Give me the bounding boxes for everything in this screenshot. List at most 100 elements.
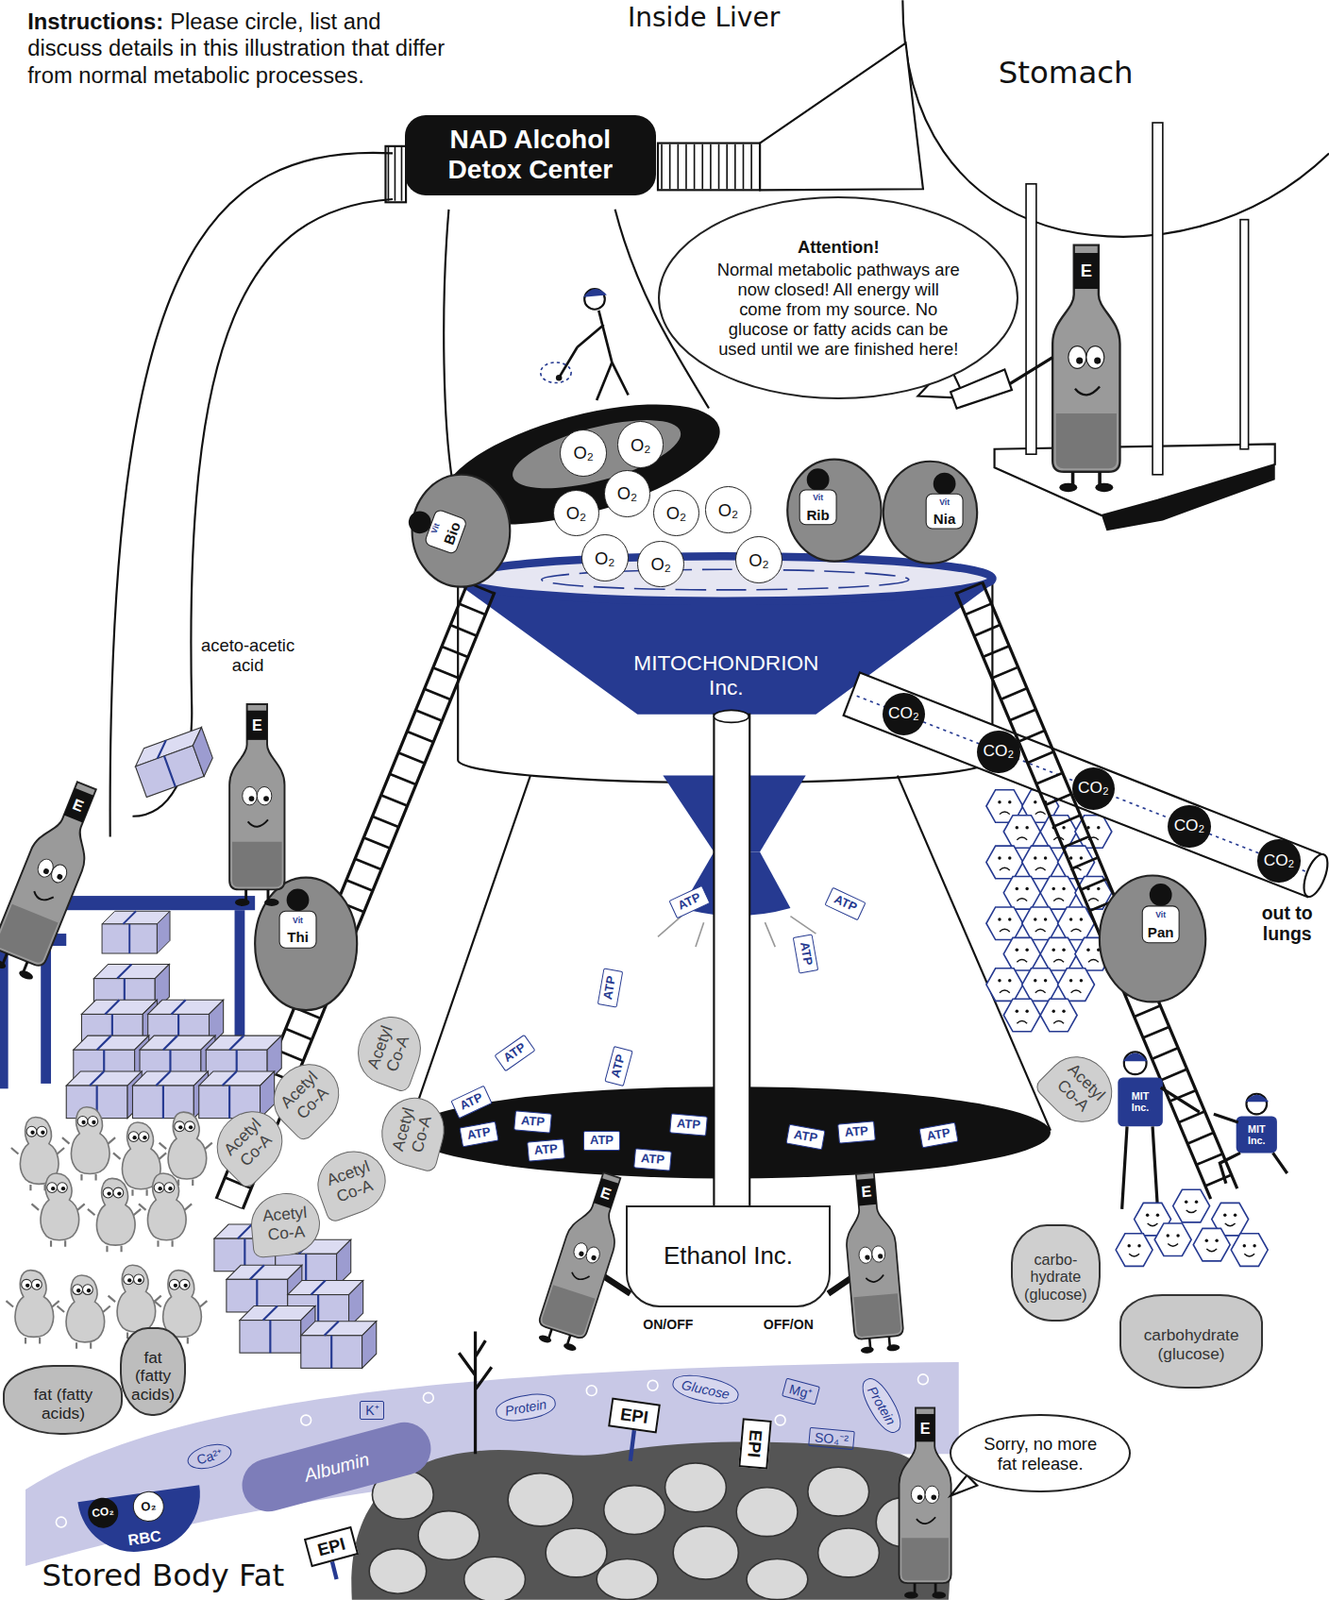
bottle-letter: E bbox=[252, 716, 263, 735]
ion-tag-text: Ca²⁺ bbox=[194, 1446, 224, 1468]
speech-bubble-text: Attention! bbox=[716, 236, 961, 257]
region-name: Stored Body Fat bbox=[41, 1558, 285, 1594]
oxygen-bubble: O₂ bbox=[617, 420, 665, 469]
mitochondrion-label: MITOCHONDRION Inc. bbox=[629, 648, 823, 702]
acetyl-coa-blob-text: Acetyl Co-A bbox=[261, 1203, 309, 1245]
atp-ticket-text: ATP bbox=[608, 1052, 629, 1079]
atp-ticket: ATP bbox=[513, 1110, 553, 1133]
co2-ball: CO₂ bbox=[976, 730, 1020, 774]
ethanol-box: Ethanol Inc. bbox=[625, 1205, 830, 1308]
co2-ball: CO₂ bbox=[1167, 805, 1211, 848]
co2-ball: CO₂ bbox=[1072, 767, 1115, 810]
organ-name: Stomach bbox=[998, 55, 1134, 91]
epi-sign: EPI bbox=[738, 1417, 772, 1470]
oxygen-bubble: O₂ bbox=[559, 429, 607, 477]
speech-bubble: Sorry, no more fat release. bbox=[949, 1413, 1131, 1493]
acetyl-coa-blob-text: Acetyl Co-A bbox=[364, 1023, 415, 1078]
oxygen-bubble: O₂ bbox=[604, 470, 652, 518]
glucose-bag-text: carbo- hydrate (glucose) bbox=[1024, 1250, 1088, 1304]
oxygen-bubble: O₂ bbox=[581, 534, 629, 582]
acetyl-coa-blob: Acetyl Co-A bbox=[373, 1091, 453, 1175]
atp-ticket-text: ATP bbox=[675, 1116, 701, 1133]
oxygen-bubble-text: O₂ bbox=[666, 503, 687, 523]
atp-ticket-text: ATP bbox=[520, 1113, 545, 1130]
shirt-logo: MIT Inc. bbox=[1247, 1122, 1266, 1146]
epi-sign-text: EPI bbox=[315, 1532, 348, 1560]
ethanol-box-text: Ethanol Inc. bbox=[663, 1242, 793, 1271]
oxygen-bubble-text: O₂ bbox=[617, 483, 638, 504]
co2-ball: CO₂ bbox=[85, 1496, 121, 1531]
atp-ticket-text: ATP bbox=[925, 1126, 952, 1144]
oxygen-bubble: O₂ bbox=[653, 489, 701, 538]
vitamin-name: Nia bbox=[933, 510, 957, 527]
ion-tag: K⁺ bbox=[359, 1400, 385, 1420]
atp-ticket: ATP bbox=[605, 1045, 634, 1087]
ion-tag-text: SO₄⁻² bbox=[813, 1429, 849, 1447]
shirt-logo: MIT Inc. bbox=[1131, 1090, 1150, 1114]
speech-bubble-text: Sorry, no more fat release. bbox=[983, 1433, 1098, 1474]
bottle-letter: E bbox=[920, 1419, 931, 1438]
atp-ticket: ATP bbox=[792, 933, 819, 974]
bottle-letter: E bbox=[1080, 261, 1093, 282]
fat-bag-text: fat (fatty acids) bbox=[131, 1348, 175, 1406]
ion-tag-text: K⁺ bbox=[365, 1402, 379, 1418]
bottle-letter: E bbox=[860, 1181, 873, 1200]
instructions: Instructions:Please circle, list and dis… bbox=[27, 8, 461, 90]
oxygen-bubble: O₂ bbox=[637, 540, 685, 589]
acetyl-coa-blob-text: Acetyl Co-A bbox=[1050, 1059, 1109, 1118]
acetyl-coa-blob-text: Acetyl Co-A bbox=[276, 1067, 335, 1126]
co2-ball: CO₂ bbox=[882, 692, 926, 736]
vitamin-name: Rib bbox=[806, 506, 829, 523]
atp-ticket-text: ATP bbox=[601, 974, 620, 1000]
switch-label: ON/OFF bbox=[642, 1316, 693, 1332]
oxygen-bubble-text: O₂ bbox=[748, 550, 769, 571]
vitamin-tag: Vit bbox=[939, 498, 950, 508]
oxygen-bubble: O₂ bbox=[131, 1489, 167, 1525]
red-blood-cell-text: RBC bbox=[127, 1526, 163, 1548]
speech-bubble-text: Normal metabolic pathways are now closed… bbox=[716, 259, 961, 360]
ion-tag: SO₄⁻² bbox=[807, 1427, 856, 1450]
acetyl-coa-blob: Acetyl Co-A bbox=[308, 1142, 395, 1225]
acetyl-coa-blob: Acetyl Co-A bbox=[348, 1007, 431, 1094]
flow-note: out to lungs bbox=[1251, 902, 1324, 945]
atp-ticket: ATP bbox=[633, 1147, 673, 1171]
detox-center-text: NAD Alcohol Detox Center bbox=[418, 124, 643, 186]
vitamin-name: Pan bbox=[1147, 924, 1175, 941]
atp-ticket-text: ATP bbox=[466, 1125, 492, 1144]
co2-ball-text: CO₂ bbox=[1263, 851, 1296, 871]
atp-ticket-text: ATP bbox=[639, 1151, 665, 1168]
glucose-pot-text: carbohydrate (glucose) bbox=[1143, 1326, 1240, 1364]
oxygen-bubble: O₂ bbox=[705, 486, 753, 534]
fat-bag-text: fat (fatty acids) bbox=[15, 1385, 113, 1424]
oxygen-bubble-text: O₂ bbox=[566, 503, 587, 523]
oxygen-bubble-text: O₂ bbox=[140, 1498, 158, 1515]
co2-ball-text: CO₂ bbox=[1174, 816, 1206, 836]
oxygen-bubble-text: O₂ bbox=[651, 554, 672, 574]
page-title: Inside Liver bbox=[627, 2, 780, 34]
vitamin-tag: Vit bbox=[812, 493, 824, 504]
atp-ticket: ATP bbox=[824, 887, 867, 922]
oxygen-bubble: O₂ bbox=[735, 536, 783, 584]
co2-ball-text: CO₂ bbox=[983, 741, 1015, 761]
atp-ticket-text: ATP bbox=[844, 1124, 870, 1141]
epi-sign: EPI bbox=[303, 1525, 359, 1566]
oxygen-bubble: O₂ bbox=[553, 489, 601, 538]
atp-ticket-text: ATP bbox=[792, 1127, 819, 1146]
atp-ticket-text: ATP bbox=[501, 1040, 529, 1066]
speech-bubble: Attention!Normal metabolic pathways are … bbox=[657, 196, 1019, 400]
epi-sign-text: EPI bbox=[743, 1428, 767, 1458]
atp-ticket: ATP bbox=[526, 1139, 566, 1162]
fat-bag: fat (fatty acids) bbox=[119, 1327, 186, 1416]
switch-label: OFF/ON bbox=[763, 1316, 814, 1332]
acetyl-coa-blob-text: Acetyl Co-A bbox=[388, 1106, 438, 1160]
oxygen-bubble-text: O₂ bbox=[718, 500, 739, 521]
epi-sign-text: EPI bbox=[619, 1403, 650, 1428]
co2-ball-text: CO₂ bbox=[888, 704, 920, 724]
mitochondrion-label-text: MITOCHONDRION Inc. bbox=[633, 650, 819, 700]
protein-blob-text: Protein bbox=[503, 1396, 548, 1419]
acetyl-coa-blob-text: Acetyl Co-A bbox=[220, 1115, 279, 1174]
atp-ticket: ATP bbox=[494, 1033, 537, 1072]
vitamin-tag: Vit bbox=[1155, 910, 1166, 921]
detox-center: NAD Alcohol Detox Center bbox=[404, 115, 657, 196]
oxygen-bubble-text: O₂ bbox=[630, 435, 651, 455]
